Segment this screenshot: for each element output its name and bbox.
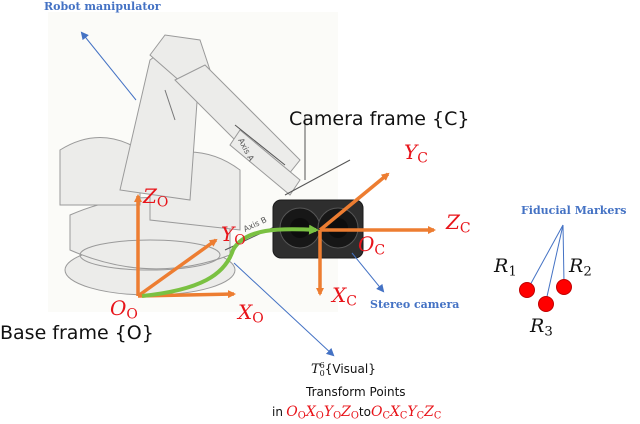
z-o-label: ZO [143,184,169,211]
z-c-label: ZC [446,210,471,237]
fiducial-leader-3 [545,224,564,302]
transform-path [141,224,319,298]
y-c-label: YC [404,140,428,167]
fiducial-marker-r1 [519,282,535,298]
robot-annotation-arrow [80,31,137,101]
y-o-label: YO [221,222,246,249]
transform-annotation-arrow [233,262,335,357]
robot-manipulator-label: Robot manipulator [44,0,161,13]
r3-label: R3 [530,315,553,340]
stereo-camera-label: Stereo camera [370,298,460,311]
y-c-axis [318,172,390,232]
transform-frames-label: in OOXOYOZOtoOCXCYCZC [272,404,442,422]
camera-frame-label: Camera frame {C} [289,108,470,130]
robot-manipulator-sketch [59,34,351,296]
stereo-camera-annotation-arrow [351,252,385,293]
camera-frame-axes [316,172,436,296]
fiducial-markers-label: Fiducial Markers [521,204,627,217]
transform-points-label: Transform Points [306,385,406,399]
o-c-label: OC [358,232,386,259]
fiducial-leader-1 [528,224,564,288]
r1-label: R1 [494,255,517,280]
y-o-axis [136,238,218,298]
fiducial-marker-r2 [556,279,572,295]
base-frame-label: Base frame {O} [0,322,154,344]
fiducial-leader-2 [562,224,565,284]
r2-label: R2 [569,255,592,280]
o-o-label: OO [110,296,138,323]
fiducial-marker-r3 [538,296,554,312]
x-o-label: XO [238,300,264,327]
x-c-label: XC [332,283,357,310]
